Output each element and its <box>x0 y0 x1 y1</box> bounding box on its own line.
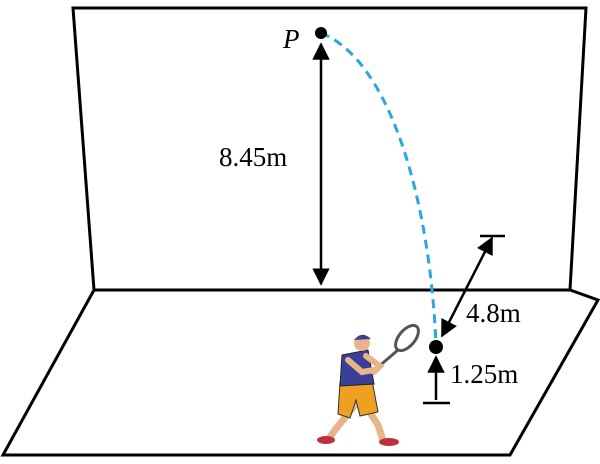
point-p-marker <box>315 27 327 39</box>
tennis-player <box>317 323 420 446</box>
ball-trajectory <box>320 31 438 346</box>
point-p-label: P <box>282 24 300 54</box>
distance-arrow <box>440 236 494 338</box>
distance-label: 4.8m <box>466 298 521 328</box>
ball-marker <box>429 340 443 354</box>
wall <box>71 6 588 292</box>
wall-height-label: 8.45m <box>219 142 287 172</box>
hit-height-label: 1.25m <box>450 359 518 389</box>
